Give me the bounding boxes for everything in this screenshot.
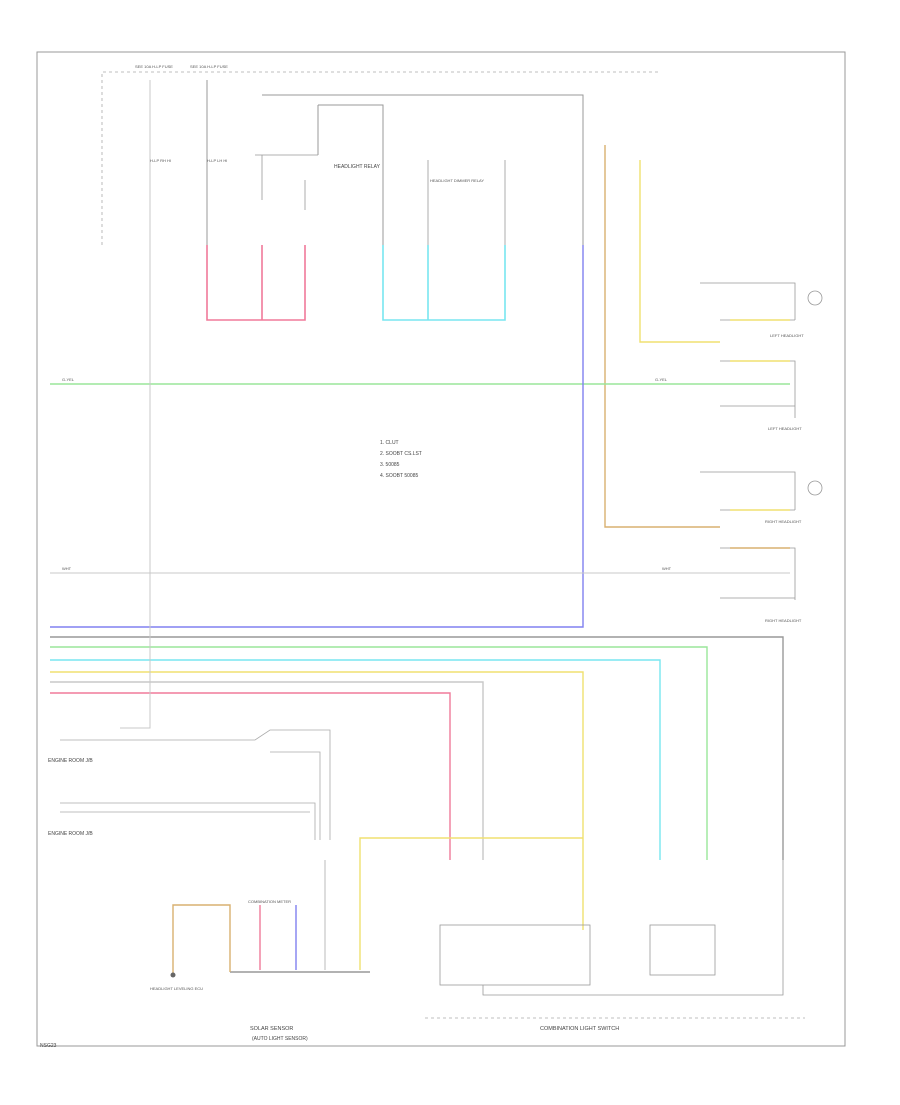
cyan-wire-group [382, 245, 506, 321]
legend-line-1: 1. CLUT [380, 440, 399, 446]
lower-bus [50, 636, 784, 930]
white-wire-label-right: WHT [662, 566, 672, 571]
ground-wire [172, 904, 231, 975]
engine-room-jb-2 [60, 802, 316, 840]
headlight-yellow-stubs [730, 319, 790, 511]
svg-text:RIGHT HEADLIGHT: RIGHT HEADLIGHT [765, 519, 802, 524]
blue-wire [50, 245, 584, 628]
fuse-2-label: H-LP LH HI [207, 158, 227, 163]
right-headlight-hi: RIGHT HEADLIGHT [700, 471, 823, 524]
relay-contacts [255, 154, 318, 210]
left-feed [120, 245, 151, 729]
combination-switch-label: COMBINATION LIGHT SWITCH [540, 1026, 619, 1032]
yellow-wire-lower [359, 837, 583, 970]
relay-coil-feed [318, 104, 384, 245]
engine-room-1-label: ENGINE ROOM J/B [48, 758, 93, 764]
combination-switch-box-2 [649, 924, 716, 976]
svg-text:LEFT HEADLIGHT: LEFT HEADLIGHT [770, 333, 804, 338]
dimmer-relay-label: HEADLIGHT DIMMER RELAY [430, 178, 484, 183]
tan-wire [604, 145, 720, 528]
svg-text:RIGHT HEADLIGHT: RIGHT HEADLIGHT [765, 618, 802, 623]
left-headlight-hi: LEFT HEADLIGHT [700, 282, 823, 338]
svg-text:LEFT HEADLIGHT: LEFT HEADLIGHT [768, 426, 802, 431]
jb-boundary [101, 71, 660, 245]
green-wire-label-left: G-YEL [62, 377, 75, 382]
dimmer-relay-wires [427, 160, 506, 245]
fuse-top-2: SEE 10A H-LP FUSE [190, 64, 228, 245]
right-headlight-lo: RIGHT HEADLIGHT [720, 547, 802, 623]
legend-line-4: 4. SOOBT 50085 [380, 473, 418, 479]
diagram-frame [36, 51, 846, 1047]
bus-top [262, 94, 584, 245]
svg-text:SEE 10A H-LP FUSE: SEE 10A H-LP FUSE [190, 64, 228, 69]
page-code: NSG23 [40, 1043, 57, 1049]
solar-sensor-label: SOLAR SENSOR [250, 1026, 293, 1032]
legend: 1. CLUT 2. SOOBT CS.LST 3. 50085 4. SOOB… [380, 440, 422, 479]
switch-common [482, 860, 784, 996]
solar-sensor [230, 860, 370, 973]
left-headlight-lo: LEFT HEADLIGHT [720, 360, 802, 431]
white-wire-label-left: WHT [62, 566, 72, 571]
green-wire-label-right: G-YEL [655, 377, 668, 382]
engine-room-jb-1 [60, 729, 331, 840]
ground-point [170, 972, 176, 978]
legend-line-3: 3. 50085 [380, 462, 400, 468]
solar-sensor-sub: (AUTO LIGHT SENSOR) [252, 1036, 308, 1042]
yellow-wire-left-hi [639, 160, 720, 343]
engine-room-2-label: ENGINE ROOM J/B [48, 831, 93, 837]
red-wire-group [206, 245, 306, 321]
svg-text:SEE 10A H-LP FUSE: SEE 10A H-LP FUSE [135, 64, 173, 69]
headlight-relay-label: HEADLIGHT RELAY [334, 164, 381, 170]
fuse-top-1: SEE 10A H-LP FUSE [135, 64, 173, 245]
fuse-1-label: H-LP RH HI [150, 158, 171, 163]
legend-line-2: 2. SOOBT CS.LST [380, 451, 422, 457]
ground-label: HEADLIGHT LEVELING ECU [150, 986, 203, 991]
combination-switch-box-1 [439, 924, 591, 986]
combination-meter-label: COMBINATION METER [248, 899, 291, 904]
